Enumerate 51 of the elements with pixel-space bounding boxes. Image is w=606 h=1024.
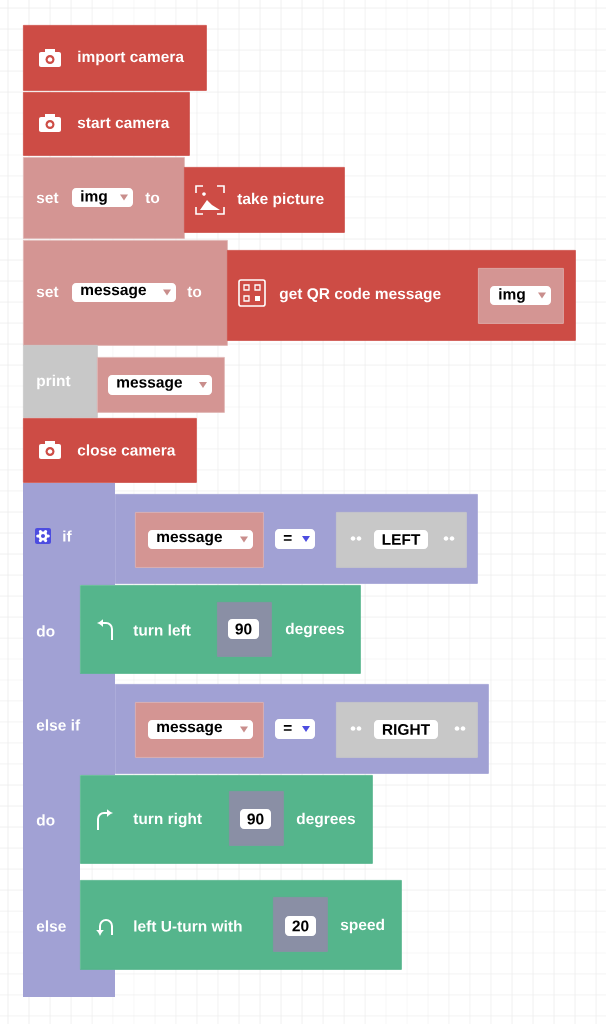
dropdown-field: = (275, 719, 315, 739)
dropdown-field: img (72, 188, 133, 207)
dropdown-field: message (148, 530, 253, 549)
block (23, 345, 98, 418)
block (23, 418, 197, 483)
dropdown-field: message (108, 375, 212, 395)
block-label: do (36, 814, 55, 826)
block-label: degrees (285, 622, 344, 638)
block (23, 92, 190, 156)
text-field: RIGHT (374, 720, 438, 739)
block-label: to (187, 286, 202, 298)
variable-block (135, 512, 264, 568)
number-field: 90 (228, 619, 259, 639)
number-field: 20 (285, 916, 316, 936)
block-label: start camera (77, 117, 170, 129)
block-label: speed (340, 918, 384, 934)
dropdown-field: message (148, 720, 253, 739)
block-label: degrees (296, 812, 355, 828)
variable-block (478, 268, 564, 324)
dropdown-field: = (275, 529, 315, 549)
block-label: else if (36, 719, 81, 731)
number-block (217, 602, 272, 657)
block-label: else (36, 920, 66, 932)
if-block (23, 483, 115, 997)
block-label: left U-turn with (134, 920, 242, 932)
block-label: close camera (77, 444, 176, 456)
text-field: LEFT (374, 530, 428, 549)
variable-block (23, 157, 185, 239)
dropdown-field: img (490, 286, 551, 305)
dropdown-field: message (72, 283, 176, 302)
block (336, 512, 467, 568)
number-field: 90 (240, 809, 271, 829)
variable-block (135, 702, 264, 758)
block-label: set (36, 192, 59, 204)
block-label: to (145, 192, 160, 204)
block (23, 25, 207, 91)
block-label: get QR code message (279, 287, 441, 303)
variable-block (23, 240, 228, 346)
block (80, 880, 402, 970)
number-block (273, 897, 328, 952)
block-label: import camera (78, 50, 185, 66)
block (184, 167, 345, 233)
number-block (229, 791, 284, 846)
block-label: turn left (133, 624, 191, 636)
variable-block (97, 357, 225, 413)
block-label: do (36, 625, 55, 637)
block (336, 702, 478, 758)
block-label: if (63, 530, 72, 542)
block-label: turn right (133, 812, 202, 828)
block-label: set (36, 286, 59, 298)
block-label: take picture (237, 192, 324, 208)
